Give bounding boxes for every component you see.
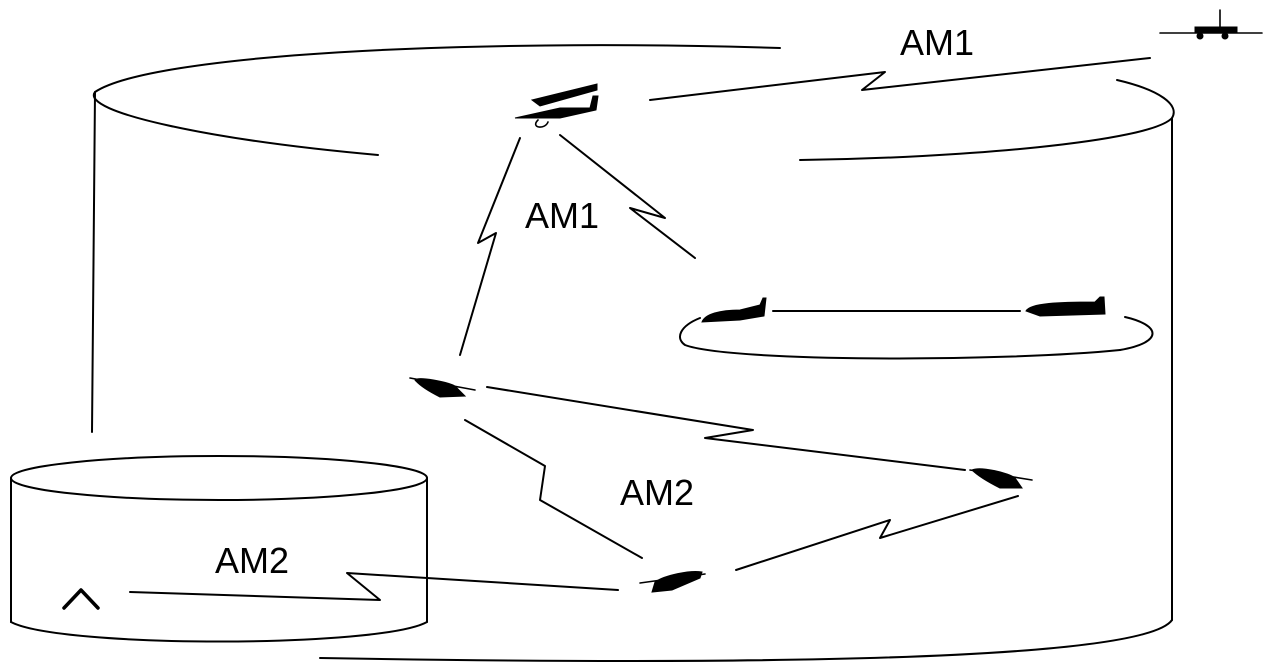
airliner-distant-body [1194, 26, 1238, 34]
small-cylinder-bottom-arc [10, 621, 428, 643]
inner-ellipse [679, 310, 1154, 360]
light-plane-top-body [514, 95, 599, 119]
helicopter-left-icon [409, 377, 476, 398]
link-top-plane-to-ellipse [559, 134, 696, 259]
airliner-distant-engine-1 [1196, 32, 1204, 40]
label-link-bottom-left: AM2 [215, 540, 289, 581]
inner-ellipse-right-arc [1119, 316, 1154, 351]
label-link-top: AM1 [900, 22, 974, 63]
link-top-plane-to-helicopter [459, 137, 521, 356]
airliner-ellipse-body [1025, 296, 1106, 317]
helicopter-right-body [971, 468, 1023, 489]
large-cylinder-left-wall [91, 91, 96, 433]
link-ground-station-to-bottom-helicopter [129, 572, 619, 601]
small-plane-ellipse-body [701, 297, 767, 323]
link-bottom-helicopter-to-right-helicopter [735, 495, 1019, 571]
caret-up-icon [62, 588, 100, 610]
inner-ellipse-left-arc [679, 317, 1121, 360]
link-helicopter-to-right-helicopter [486, 386, 966, 471]
large-cylinder-top-right-arc [799, 79, 1175, 161]
small-cylinder [10, 455, 428, 643]
large-cylinder-bottom-arc [319, 619, 1173, 662]
link-top-plane-to-distant-plane [649, 57, 1151, 101]
link-helicopter-to-bottom-helicopter [464, 419, 643, 559]
small-plane-ellipse-icon [701, 297, 767, 323]
light-plane-top-wing [530, 83, 598, 107]
light-plane-top-icon [514, 83, 599, 128]
small-cylinder-top [10, 455, 428, 501]
radio-links [129, 57, 1151, 601]
helicopter-left-body [414, 378, 467, 398]
airliner-ellipse-icon [1025, 296, 1106, 317]
helicopter-bottom-body [651, 571, 703, 593]
large-cylinder [91, 44, 1175, 662]
label-link-right: AM2 [620, 472, 694, 513]
large-cylinder-top-left-arc [92, 44, 781, 156]
helicopter-right-icon [969, 468, 1033, 489]
label-link-mid: AM1 [525, 195, 599, 236]
helicopter-bottom-icon [639, 571, 706, 593]
airliner-distant-icon [1159, 9, 1263, 40]
airliner-distant-engine-2 [1221, 32, 1229, 40]
light-plane-top-gear [534, 119, 549, 128]
